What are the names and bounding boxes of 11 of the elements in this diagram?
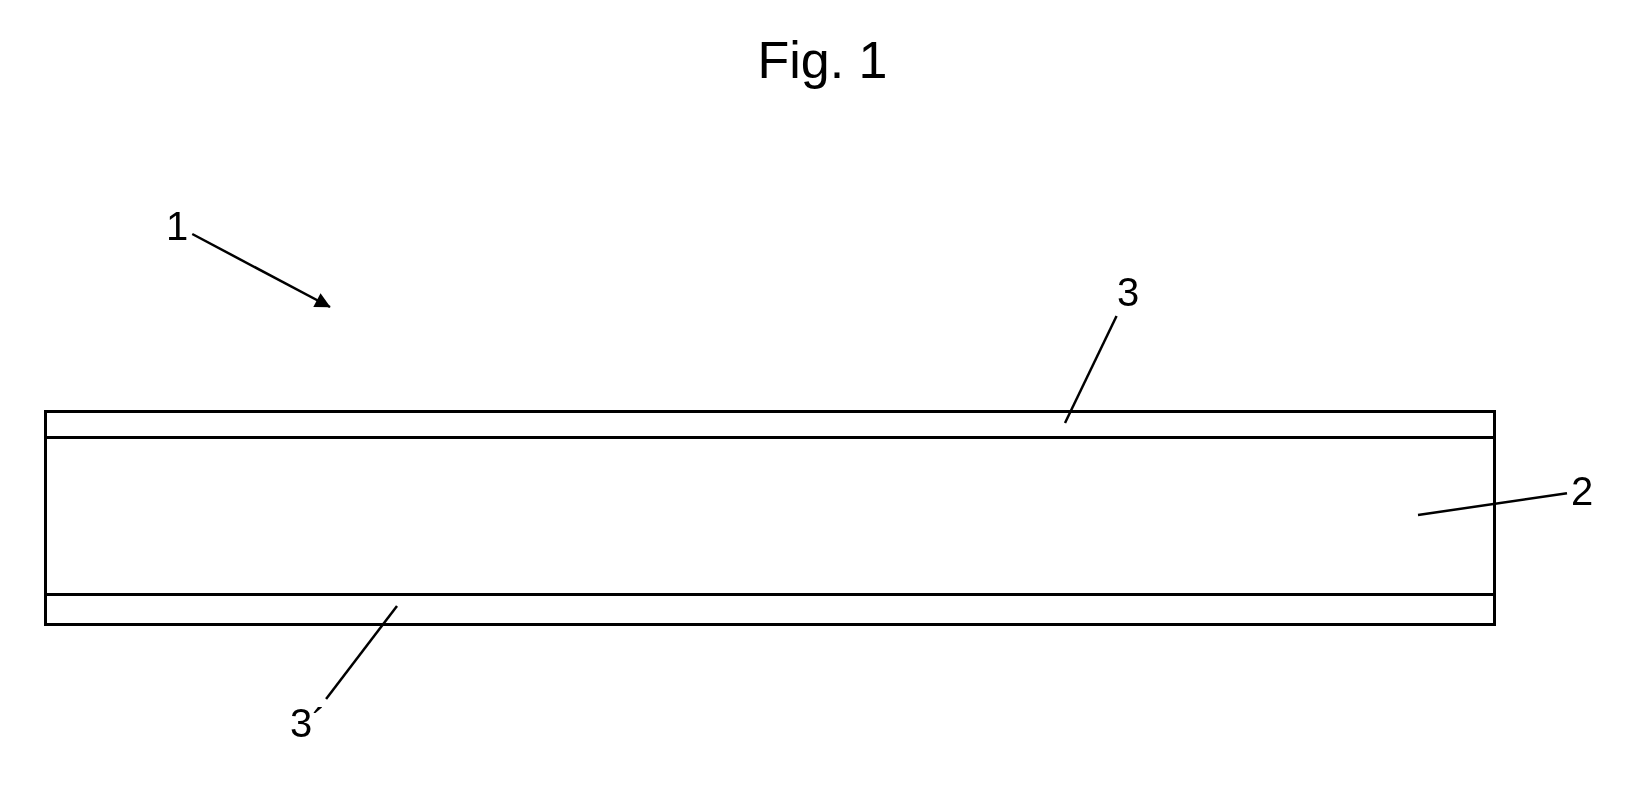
reference-numeral: 3 <box>1117 272 1140 312</box>
reference-numeral: 3´ <box>290 703 326 743</box>
layer-bar <box>44 410 1496 439</box>
layer-bar <box>44 436 1496 596</box>
leader-line <box>325 605 398 700</box>
reference-numeral: 1 <box>166 206 189 246</box>
leader-line <box>1417 491 1568 517</box>
layer-bar <box>44 593 1496 626</box>
reference-numeral: 2 <box>1571 471 1594 511</box>
arrow <box>191 232 331 309</box>
leader-line <box>1063 315 1118 424</box>
